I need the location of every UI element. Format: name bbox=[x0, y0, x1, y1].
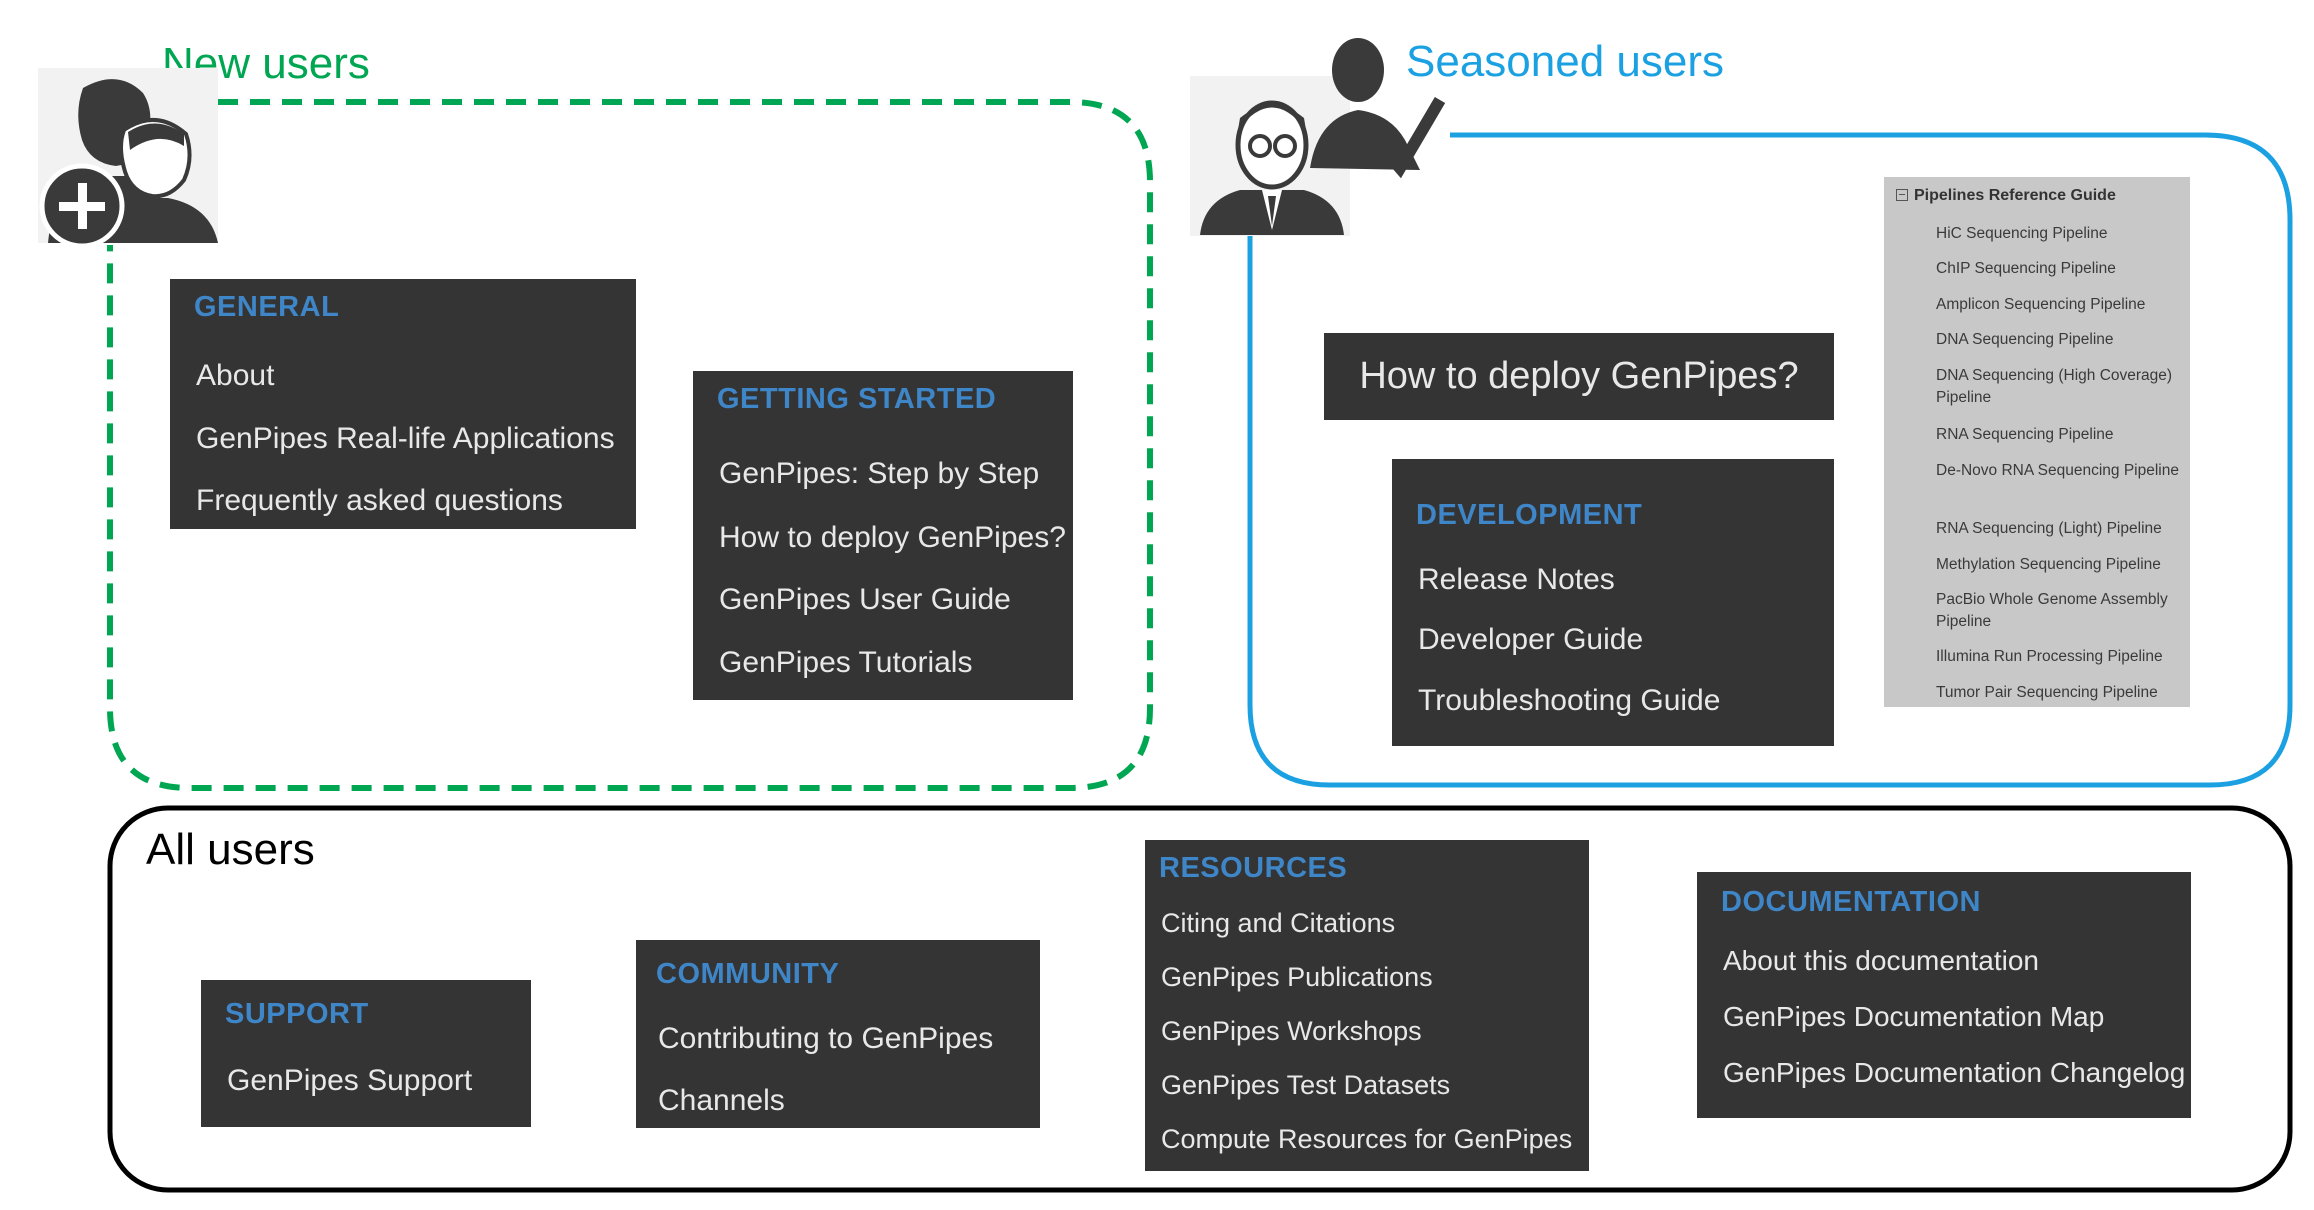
pipeline-link[interactable]: De-Novo RNA Sequencing Pipeline bbox=[1936, 462, 2179, 479]
community-menu: COMMUNITY Contributing to GenPipes Chann… bbox=[636, 940, 1040, 1128]
documentation-menu-header: DOCUMENTATION bbox=[1721, 886, 1981, 918]
menu-item-about[interactable]: About bbox=[196, 359, 275, 392]
pipeline-link[interactable]: DNA Sequencing Pipeline bbox=[1936, 331, 2114, 348]
getting-started-menu-header: GETTING STARTED bbox=[717, 383, 997, 415]
pipelines-guide-toggle[interactable]: Pipelines Reference Guide bbox=[1896, 187, 2116, 205]
menu-item-test-datasets[interactable]: GenPipes Test Datasets bbox=[1161, 1070, 1451, 1100]
add-users-icon bbox=[38, 68, 218, 249]
deploy-genpipes-link[interactable]: How to deploy GenPipes? bbox=[1324, 333, 1834, 420]
menu-item-publications[interactable]: GenPipes Publications bbox=[1161, 962, 1433, 992]
general-menu-header: GENERAL bbox=[194, 291, 340, 323]
all-users-boundary bbox=[107, 805, 2293, 1193]
collapse-icon[interactable] bbox=[1896, 189, 1908, 201]
seasoned-users-title: Seasoned users bbox=[1406, 37, 1724, 86]
support-menu: SUPPORT GenPipes Support bbox=[201, 980, 531, 1127]
pipeline-link[interactable]: DNA Sequencing (High Coverage) Pipeline bbox=[1936, 367, 2173, 406]
pipeline-link[interactable]: Amplicon Sequencing Pipeline bbox=[1936, 296, 2146, 313]
pipelines-guide-title: Pipelines Reference Guide bbox=[1914, 187, 2116, 204]
menu-item-documentation-map[interactable]: GenPipes Documentation Map bbox=[1723, 1001, 2105, 1032]
menu-item-faq[interactable]: Frequently asked questions bbox=[196, 484, 563, 517]
menu-item-about-documentation[interactable]: About this documentation bbox=[1723, 945, 2039, 976]
development-menu-header: DEVELOPMENT bbox=[1416, 499, 1643, 531]
menu-item-release-notes[interactable]: Release Notes bbox=[1418, 563, 1615, 596]
menu-item-how-to-deploy[interactable]: How to deploy GenPipes? bbox=[719, 521, 1066, 554]
general-menu: GENERAL About GenPipes Real-life Applica… bbox=[170, 279, 636, 529]
menu-item-real-life-applications[interactable]: GenPipes Real-life Applications bbox=[196, 422, 615, 455]
all-users-title: All users bbox=[146, 825, 315, 874]
resources-menu: RESOURCES Citing and Citations GenPipes … bbox=[1145, 840, 1589, 1171]
menu-item-troubleshooting-guide[interactable]: Troubleshooting Guide bbox=[1418, 684, 1721, 717]
development-menu: DEVELOPMENT Release Notes Developer Guid… bbox=[1392, 459, 1834, 746]
menu-item-tutorials[interactable]: GenPipes Tutorials bbox=[719, 646, 973, 679]
menu-item-developer-guide[interactable]: Developer Guide bbox=[1418, 623, 1644, 656]
menu-item-documentation-changelog[interactable]: GenPipes Documentation Changelog bbox=[1723, 1057, 2186, 1088]
pipeline-link[interactable]: HiC Sequencing Pipeline bbox=[1936, 225, 2108, 242]
new-users-boundary bbox=[107, 99, 1153, 791]
pipeline-link[interactable]: Tumor Pair Sequencing Pipeline bbox=[1936, 684, 2158, 701]
menu-item-genpipes-support[interactable]: GenPipes Support bbox=[227, 1064, 473, 1097]
pipeline-link[interactable]: PacBio Whole Genome Assembly Pipeline bbox=[1936, 591, 2168, 630]
expert-users-icon bbox=[1190, 38, 1446, 236]
menu-item-contributing[interactable]: Contributing to GenPipes bbox=[658, 1022, 994, 1055]
resources-menu-header: RESOURCES bbox=[1159, 852, 1348, 884]
pipeline-link[interactable]: Methylation Sequencing Pipeline bbox=[1936, 556, 2161, 573]
seasoned-users-boundary bbox=[1247, 132, 2293, 788]
menu-item-channels[interactable]: Channels bbox=[658, 1084, 785, 1117]
pipeline-link[interactable]: Illumina Run Processing Pipeline bbox=[1936, 648, 2163, 665]
menu-item-citing[interactable]: Citing and Citations bbox=[1161, 908, 1396, 938]
menu-item-user-guide[interactable]: GenPipes User Guide bbox=[719, 583, 1011, 616]
menu-item-workshops[interactable]: GenPipes Workshops bbox=[1161, 1016, 1422, 1046]
documentation-menu: DOCUMENTATION About this documentation G… bbox=[1697, 872, 2191, 1118]
support-menu-header: SUPPORT bbox=[225, 998, 369, 1030]
community-menu-header: COMMUNITY bbox=[656, 958, 840, 990]
getting-started-menu: GETTING STARTED GenPipes: Step by Step H… bbox=[693, 371, 1073, 700]
pipelines-reference-guide: Pipelines Reference Guide HiC Sequencing… bbox=[1884, 177, 2190, 707]
menu-item-step-by-step[interactable]: GenPipes: Step by Step bbox=[719, 457, 1040, 490]
pipeline-link[interactable]: ChIP Sequencing Pipeline bbox=[1936, 260, 2116, 277]
pipeline-link[interactable]: RNA Sequencing (Light) Pipeline bbox=[1936, 520, 2162, 537]
menu-item-compute-resources[interactable]: Compute Resources for GenPipes bbox=[1161, 1124, 1573, 1154]
pipeline-link[interactable]: RNA Sequencing Pipeline bbox=[1936, 426, 2114, 443]
